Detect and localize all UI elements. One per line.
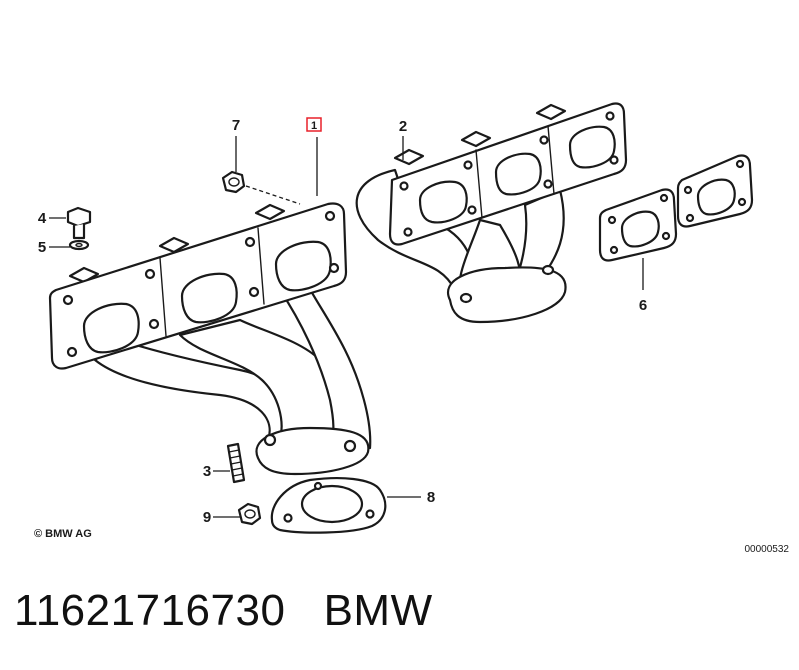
- part-6-flange-gaskets: [598, 154, 754, 262]
- callout-1-label: 1: [311, 120, 317, 132]
- exploded-parts-diagram: 1 2 3 4 5 6 7 8 9 © BMW AG 00000532: [34, 102, 790, 555]
- callout-5-label: 5: [38, 239, 46, 256]
- callout-8-label: 8: [427, 489, 435, 506]
- copyright-notice: © BMW AG: [34, 528, 92, 540]
- part-number-title: 11621716730 BMW: [14, 586, 433, 635]
- leader-lines: [49, 136, 644, 518]
- callout-7-label: 7: [232, 117, 240, 134]
- document-number: 00000532: [745, 544, 790, 555]
- part-8-collector-gasket: [270, 477, 387, 534]
- callout-2-label: 2: [399, 118, 407, 135]
- part-4-bolt: [66, 206, 92, 240]
- callout-4-label: 4: [38, 210, 47, 227]
- part-7-nut: [221, 170, 246, 194]
- part-5-washer: [68, 239, 90, 251]
- callout-6-label: 6: [639, 297, 647, 314]
- callout-9-label: 9: [203, 509, 211, 526]
- callout-3-label: 3: [203, 463, 211, 480]
- part-1-front-manifold: [48, 202, 372, 476]
- part-3-stud: [226, 442, 246, 484]
- part-2-rear-manifold: [355, 102, 628, 324]
- callout-1-highlight-box: [306, 117, 322, 132]
- callout-1: 1: [306, 117, 322, 132]
- part-9-nut: [237, 502, 262, 526]
